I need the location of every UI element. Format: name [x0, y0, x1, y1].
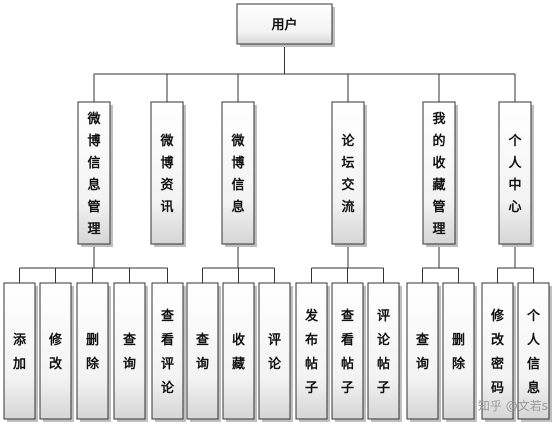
module-node-5: 个人中心 [498, 101, 534, 247]
module-node-0-box [77, 101, 111, 245]
leaf-node-0-4-label: 查看评论 [160, 308, 175, 396]
leaf-node-4-1-box [442, 282, 475, 420]
leaf-node-5-0: 修改密码 [481, 282, 516, 422]
leaf-node-3-0: 发布帖子 [295, 282, 330, 422]
leaf-node-0-2-label: 删除 [86, 332, 100, 372]
leaf-node-0-0: 添加 [3, 282, 38, 422]
root-node-box [236, 3, 333, 45]
module-node-1-label: 微博资讯 [159, 133, 174, 215]
leaf-node-2-1-label: 收藏 [232, 332, 246, 372]
root-node-label: 用户 [270, 17, 297, 33]
leaf-node-0-1-label: 修改 [48, 332, 63, 372]
leaf-node-4-0-box [406, 282, 439, 420]
watermark: 知乎 @文若s [477, 399, 548, 413]
leaf-node-2-2-label: 评论 [268, 333, 282, 372]
connector-lines [19, 44, 534, 283]
diagram-nodes: 用户微博信息管理添加修改删除查询查看评论微博资讯微博信息查询收藏评论论坛交流发布… [3, 3, 552, 422]
leaf-node-2-2-box [258, 282, 291, 420]
leaf-node-2-1: 收藏 [222, 282, 257, 422]
leaf-node-3-2-box [367, 282, 400, 420]
leaf-node-0-2-box [76, 282, 109, 420]
leaf-node-5-0-box [481, 282, 514, 420]
leaf-node-4-0-label: 查询 [415, 332, 430, 372]
leaf-node-0-4-box [151, 282, 184, 420]
leaf-node-0-1-box [39, 282, 72, 420]
root-node: 用户 [236, 3, 335, 47]
module-node-3: 论坛交流 [331, 101, 367, 247]
module-node-0: 微博信息管理 [77, 101, 113, 247]
leaf-node-3-2-label: 评论帖子 [377, 309, 391, 396]
leaf-node-5-1: 个人信息 [517, 282, 552, 422]
leaf-node-2-0: 查询 [186, 282, 221, 422]
leaf-node-3-2: 评论帖子 [367, 282, 402, 422]
module-node-1-box [150, 101, 184, 245]
module-node-4-box [422, 101, 456, 245]
module-node-2: 微博信息 [221, 101, 257, 247]
leaf-node-3-0-box [295, 282, 328, 420]
leaf-node-3-0-label: 发布帖子 [304, 308, 319, 396]
leaf-node-0-0-box [3, 282, 36, 420]
leaf-node-4-1: 删除 [442, 282, 477, 422]
leaf-node-2-0-label: 查询 [195, 332, 210, 372]
leaf-node-5-1-label: 个人信息 [526, 308, 541, 396]
module-node-3-box [331, 101, 365, 245]
leaf-node-3-1-label: 查看帖子 [340, 308, 355, 396]
module-node-2-box [221, 101, 255, 245]
module-node-1: 微博资讯 [150, 101, 186, 247]
leaf-node-0-2: 删除 [76, 282, 111, 422]
leaf-node-3-1-box [331, 282, 364, 420]
module-node-3-label: 论坛交流 [341, 133, 355, 215]
leaf-node-0-0-label: 添加 [12, 332, 27, 372]
leaf-node-0-4: 查看评论 [151, 282, 186, 422]
module-node-5-box [498, 101, 532, 245]
leaf-node-4-1-label: 删除 [452, 332, 466, 372]
leaf-node-5-1-box [517, 282, 550, 420]
leaf-node-3-1: 查看帖子 [331, 282, 366, 422]
leaf-node-2-0-box [186, 282, 219, 420]
leaf-node-5-0-label: 修改密码 [490, 308, 505, 396]
module-node-0-label: 微博信息管理 [86, 111, 101, 237]
module-node-4: 我的收藏管理 [422, 101, 458, 247]
leaf-node-0-1: 修改 [39, 282, 74, 422]
leaf-node-4-0: 查询 [406, 282, 441, 422]
leaf-node-2-1-box [222, 282, 255, 420]
leaf-node-0-3: 查询 [113, 282, 148, 422]
module-node-2-label: 微博信息 [230, 133, 245, 215]
module-node-4-label: 我的收藏管理 [432, 111, 446, 237]
module-node-5-label: 个人中心 [507, 133, 522, 215]
leaf-node-2-2: 评论 [258, 282, 293, 422]
leaf-node-0-3-box [113, 282, 146, 420]
leaf-node-0-3-label: 查询 [122, 332, 137, 372]
